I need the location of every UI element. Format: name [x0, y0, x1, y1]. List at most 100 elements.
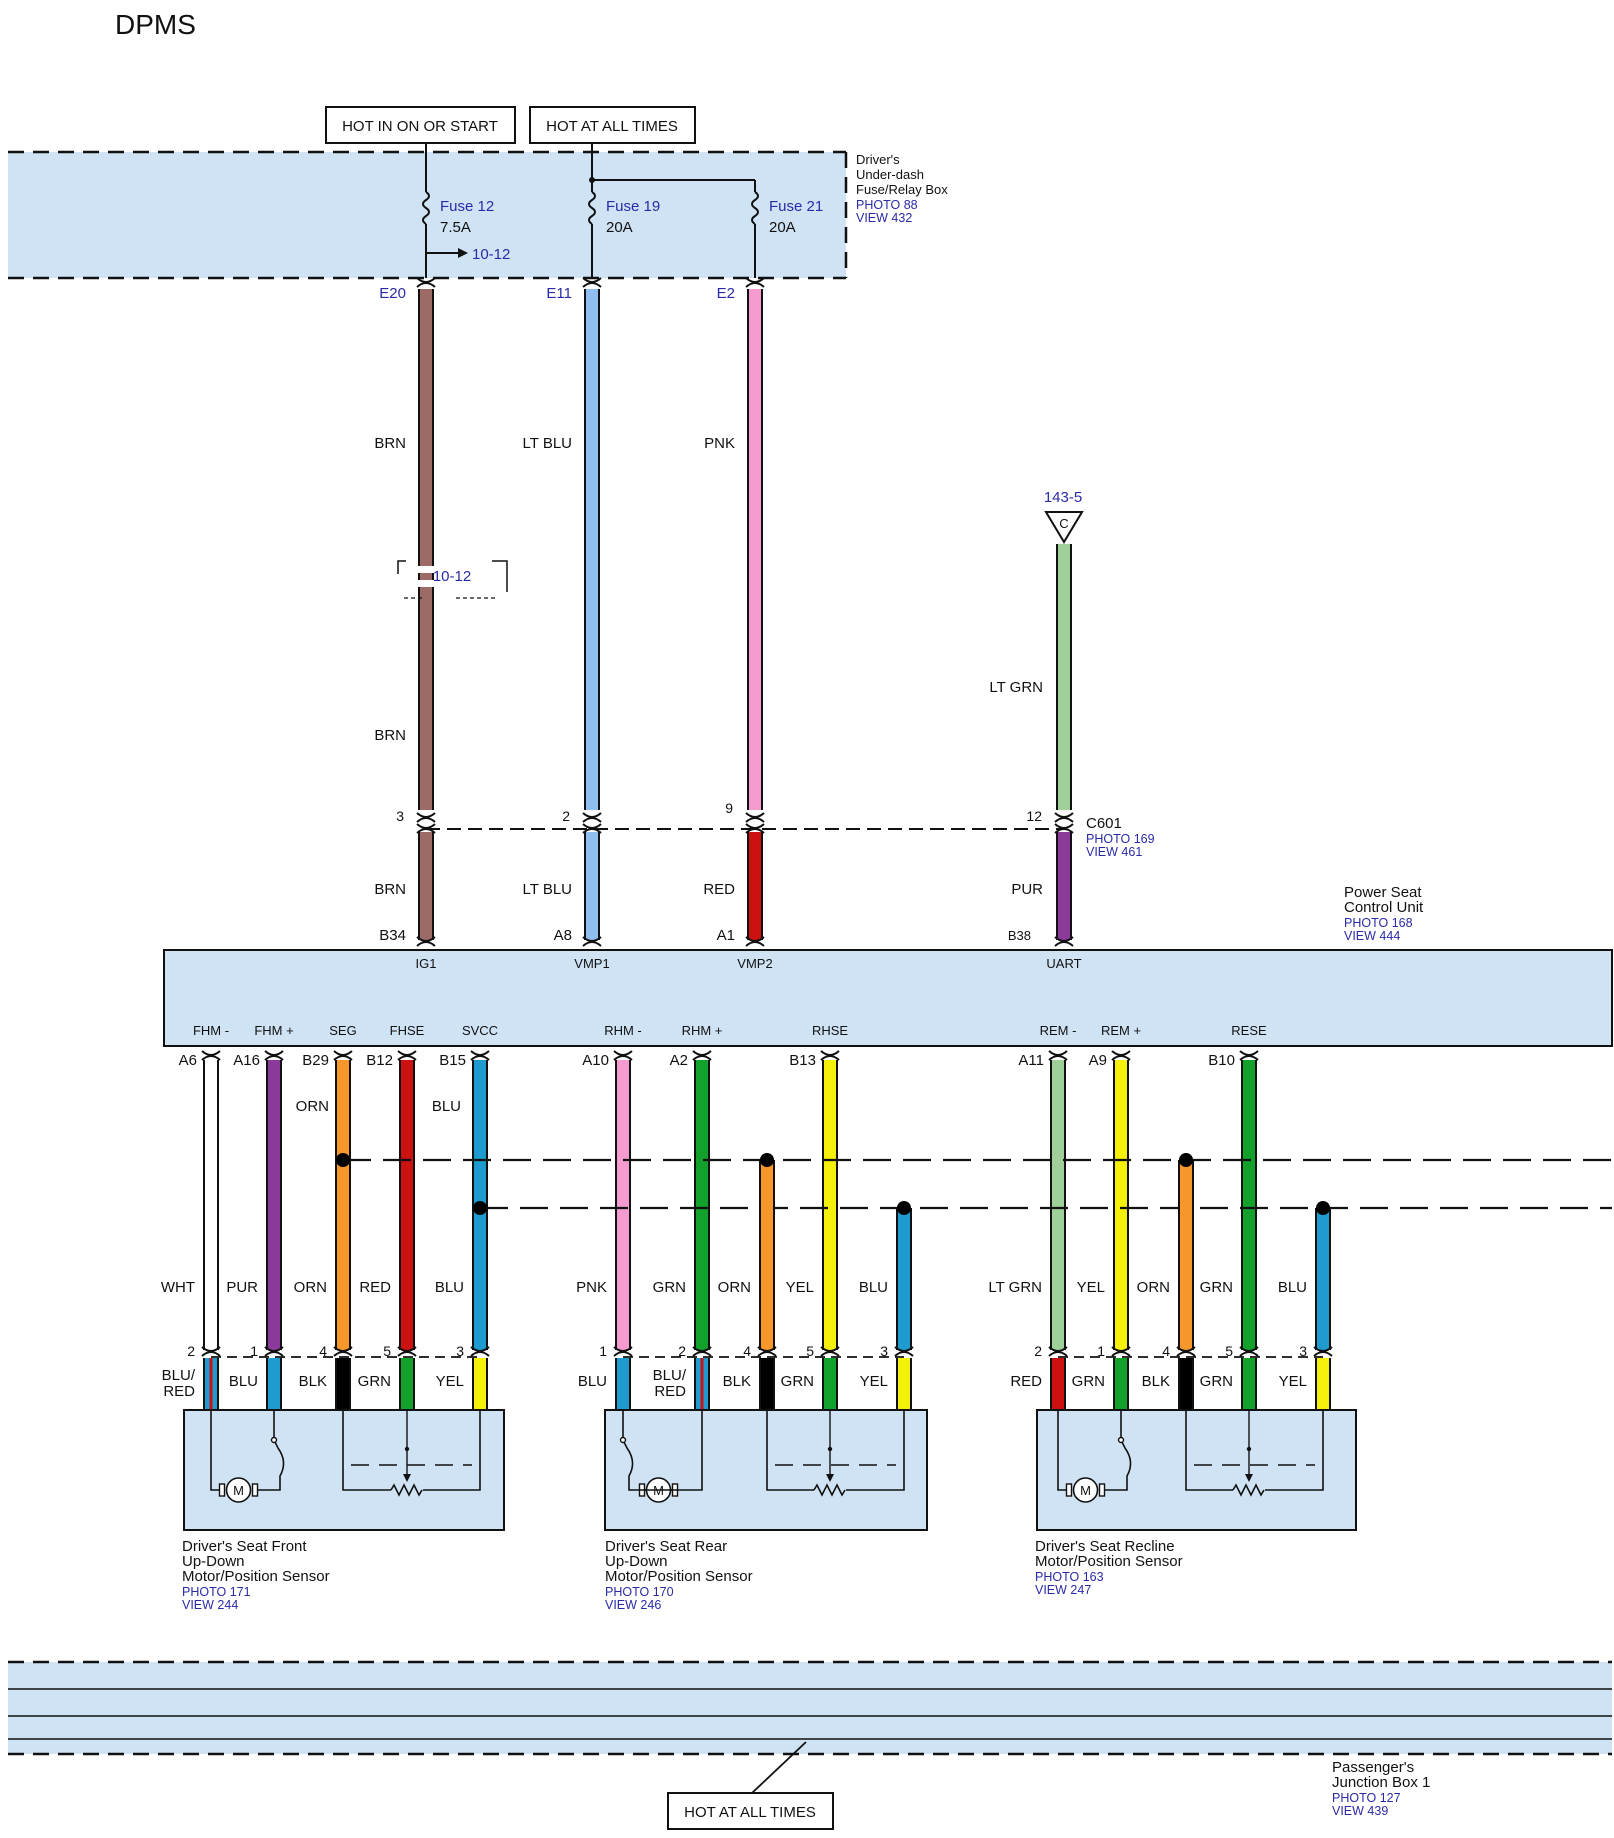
splice-gap-2 [418, 580, 434, 587]
c601-pin-mark-arc2 [1054, 828, 1074, 834]
pscu-bottom-signal: RHM + [682, 1023, 723, 1038]
motor-pin-mark [1048, 1346, 1068, 1357]
splice-bracket-right [492, 560, 508, 592]
motor-lead-stripe [209, 1358, 213, 1410]
motor-view-ref: VIEW 246 [605, 1598, 661, 1612]
c601-pin: 3 [396, 808, 404, 824]
upper-wire-0-fill [420, 289, 432, 810]
junction-box-photo-ref: PHOTO 127 [1332, 1791, 1401, 1805]
upper-wire-label: BRN [374, 727, 406, 744]
c601-pin-mark-arc2 [745, 817, 765, 823]
c601-pin: 2 [562, 808, 570, 824]
upper-wire-2 [747, 289, 763, 810]
svcc-branch-wire-fill [1317, 1208, 1329, 1350]
motor-lead-label-bluered: BLU/ [162, 1367, 196, 1384]
pscu-bottom-terminal-mark-arc2 [264, 1055, 284, 1061]
motor-wire-label: BLU [859, 1279, 888, 1296]
c601-name: C601 [1086, 815, 1122, 832]
fuse-terminal-label: E20 [379, 285, 406, 302]
motor-photo-ref: PHOTO 171 [182, 1585, 251, 1599]
motor-name-line: Driver's Seat Recline [1035, 1538, 1175, 1555]
c601-pin-mark-arc1 [745, 812, 765, 818]
motor-pin-mark [757, 1346, 777, 1357]
pscu-top-terminal-mark-arc2 [416, 941, 436, 947]
pscu-top-terminal-mark [745, 936, 765, 947]
motor-lead-wire [399, 1358, 415, 1410]
fuse-terminal-mark [745, 277, 765, 288]
upper-wire-1 [584, 289, 600, 810]
motor-pin-mark-arc2 [397, 1351, 417, 1357]
c601-wire-2-fill [749, 832, 761, 940]
c601-pin-mark-arc1 [745, 823, 765, 829]
motor-letter: M [1080, 1483, 1091, 1498]
upper-wire-2-fill [749, 289, 761, 810]
motor-sensor-body [183, 1409, 505, 1531]
sensor-wiper-arrow [403, 1474, 411, 1482]
motor-lead-wire [1315, 1358, 1331, 1410]
pscu-top-signal: UART [1046, 956, 1081, 971]
pscu-bottom-terminal-mark-arc2 [692, 1055, 712, 1061]
motor-sensor-body [604, 1409, 928, 1531]
pscu-bottom-terminal: B12 [366, 1052, 393, 1069]
pscu-wire-10-fill [1243, 1060, 1255, 1350]
fuse-terminal-mark-arc2 [416, 282, 436, 288]
sensor-circuit [342, 1410, 391, 1491]
motor-view-ref: VIEW 247 [1035, 1583, 1091, 1597]
c601-pin-mark [1054, 823, 1074, 834]
motor-pin-mark-arc2 [201, 1351, 221, 1357]
motor-wire-label: GRN [653, 1279, 686, 1296]
motor-pin-mark-arc2 [820, 1351, 840, 1357]
pscu-bottom-terminal-mark-arc1 [692, 1050, 712, 1056]
motor-pin-mark-arc2 [613, 1351, 633, 1357]
pscu-bottom-signal: RHSE [812, 1023, 848, 1038]
pscu-name-line: Control Unit [1344, 899, 1424, 916]
pscu-wire-10 [1241, 1060, 1257, 1350]
junction-box-fill [8, 1662, 1612, 1754]
sensor-resistor [390, 1483, 423, 1497]
motor-pin: 1 [1097, 1343, 1105, 1359]
pscu-bottom-signal: SVCC [462, 1023, 498, 1038]
fuse-symbol [751, 191, 759, 225]
c601-photo-ref: PHOTO 169 [1086, 832, 1155, 846]
motor-lead-wire [822, 1358, 838, 1410]
motor-wire-label: ORN [718, 1279, 751, 1296]
pscu-wire-6-fill [696, 1060, 708, 1350]
pscu-bottom-terminal-mark [333, 1050, 353, 1061]
motor-pin-mark [692, 1346, 712, 1357]
svcc-bus-node [897, 1201, 911, 1215]
sensor-node [404, 1446, 410, 1452]
motor-lead-label: YEL [1279, 1373, 1307, 1390]
motor-lead-fill [824, 1358, 836, 1410]
pscu-bottom-signal: RESE [1231, 1023, 1267, 1038]
motor-pin-mark-arc2 [757, 1351, 777, 1357]
c601-wire-label: RED [703, 881, 735, 898]
c601-wire-label: PUR [1011, 881, 1043, 898]
motor-pin: 2 [1034, 1343, 1042, 1359]
fuse12-branch-arrow [458, 248, 468, 258]
motor-wire-label: RED [359, 1279, 391, 1296]
seg-branch-wire-fill [1180, 1160, 1192, 1350]
c601-pin-mark [582, 823, 602, 834]
motor-pin-mark [1176, 1346, 1196, 1357]
pscu-bottom-terminal-mark-arc1 [333, 1050, 353, 1056]
motor-pin-mark [397, 1346, 417, 1357]
pscu-bottom-terminal: A9 [1089, 1052, 1107, 1069]
pscu-bottom-terminal-mark-arc2 [1048, 1055, 1068, 1061]
c601-wire-1 [584, 832, 600, 940]
c601-view-ref: VIEW 461 [1086, 845, 1142, 859]
pscu-bottom-terminal-mark-arc1 [1239, 1050, 1259, 1056]
fuse-terminal-mark-arc2 [582, 282, 602, 288]
motor-circuit [1057, 1410, 1068, 1491]
upper-wire-1-fill [586, 289, 598, 810]
motor-pin-mark [333, 1346, 353, 1357]
motor-pin-mark-arc2 [1239, 1351, 1259, 1357]
motor-lead-fill [337, 1358, 349, 1410]
fuse-box-name-line: Driver's [856, 152, 900, 167]
c601-pin-mark-arc1 [582, 823, 602, 829]
motor-pin-mark [894, 1346, 914, 1357]
pscu-wire-9-fill [1115, 1060, 1127, 1350]
motor-pin: 4 [1162, 1343, 1170, 1359]
motor-pin-mark-arc2 [333, 1351, 353, 1357]
pscu-bottom-terminal: A11 [1018, 1052, 1044, 1069]
upper-wire-label: PNK [704, 435, 735, 452]
